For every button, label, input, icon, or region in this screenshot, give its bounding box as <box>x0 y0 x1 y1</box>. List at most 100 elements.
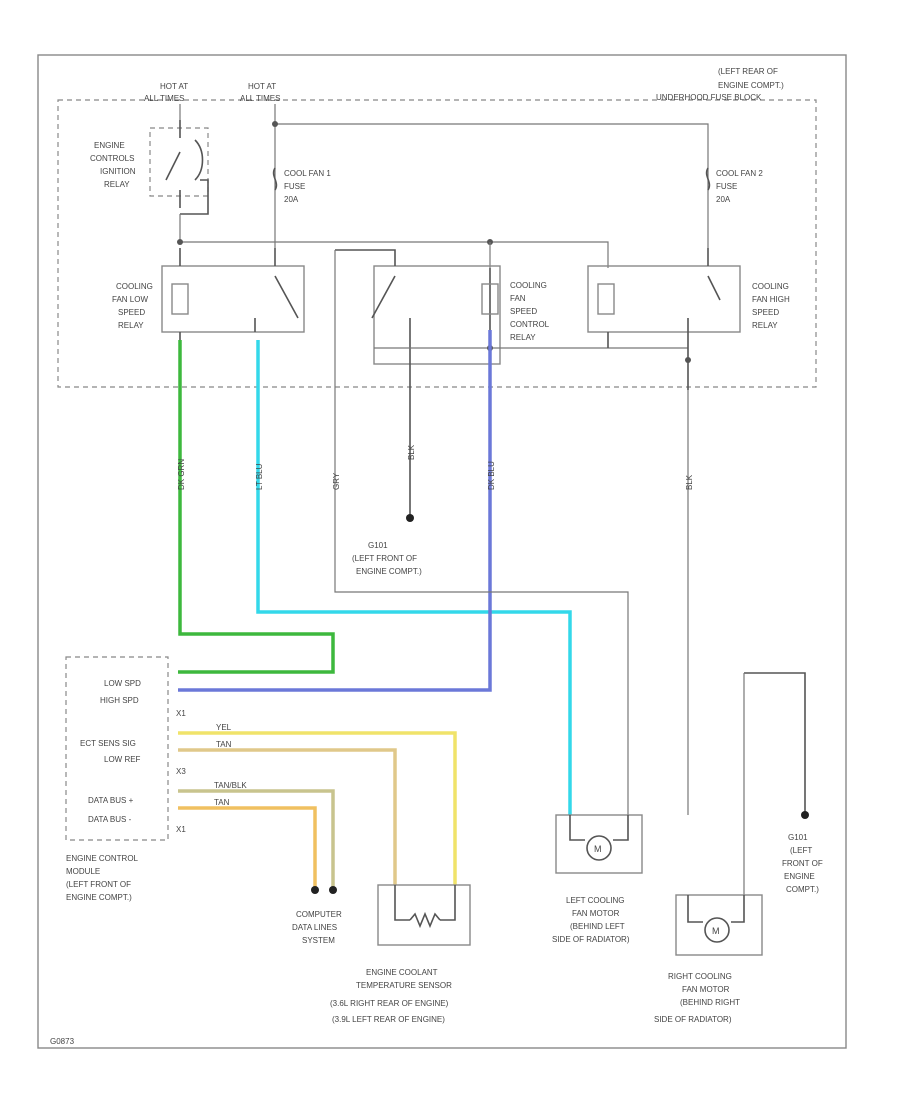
ect-thermistor-icon <box>409 911 441 929</box>
splice-dot <box>272 121 278 127</box>
ect-label-1: ENGINE COOLANT <box>366 968 438 977</box>
ecm-label-1: ENGINE CONTROL <box>66 854 139 863</box>
wire-data-plus <box>178 789 335 890</box>
wire-high-speed <box>178 330 492 692</box>
ignition-relay-coil <box>194 139 204 181</box>
data-line-terminal <box>311 886 319 894</box>
data-lines-label-2: DATA LINES <box>292 923 337 932</box>
fuse1-label-1: COOL FAN 1 <box>284 169 331 178</box>
ignition-relay-switch <box>165 120 209 215</box>
low-relay-label-3: SPEED <box>118 308 145 317</box>
fan2-fuse-icon <box>705 167 711 191</box>
wire-low-speed <box>178 340 335 674</box>
right-fan-ground-wire <box>744 672 806 815</box>
ignition-relay-label-2: CONTROLS <box>90 154 134 163</box>
wire-label-dk-blu: DK BLU <box>487 461 496 490</box>
ecm-pin-low-ref: LOW REF <box>104 755 141 764</box>
ignition-relay-label-1: ENGINE <box>94 141 125 150</box>
low-speed-relay-box <box>161 265 305 333</box>
wire-label-blk-a: BLK <box>407 444 416 460</box>
fuse2-label-3: 20A <box>716 195 731 204</box>
ecm-conn-x1: X1 <box>176 709 186 718</box>
left-fan-label-1: LEFT COOLING <box>566 896 625 905</box>
ground-b-label-2: (LEFT <box>790 846 812 855</box>
ignition-relay-label-3: IGNITION <box>100 167 136 176</box>
right-fan-motor-icon <box>704 917 730 943</box>
fuse1-label-3: 20A <box>284 195 299 204</box>
figure-id: G0873 <box>50 1037 75 1046</box>
fuse2-label-2: FUSE <box>716 182 737 191</box>
ecm-label-3: (LEFT FRONT OF <box>66 880 131 889</box>
speed-relay-label-4: CONTROL <box>510 320 550 329</box>
speed-relay-label-3: SPEED <box>510 307 537 316</box>
wire-ect-ref <box>178 748 397 885</box>
speed-control-relay-coil <box>481 283 499 315</box>
fuse1-label-2: FUSE <box>284 182 305 191</box>
left-fan-motor-symbol: M <box>594 844 602 854</box>
right-fan-label-1: RIGHT COOLING <box>668 972 732 981</box>
high-relay-label-4: RELAY <box>752 321 778 330</box>
ecm-label-4: ENGINE COMPT.) <box>66 893 132 902</box>
ground-b-label-5: COMPT.) <box>786 885 819 894</box>
ecm-pin-low-spd: LOW SPD <box>104 679 141 688</box>
low-speed-relay-coil <box>171 283 189 315</box>
left-fan-label-2: FAN MOTOR <box>572 909 620 918</box>
speed-relay-label-5: RELAY <box>510 333 536 342</box>
wire-data-minus <box>178 806 317 890</box>
left-fan-label-4: SIDE OF RADIATOR) <box>552 935 630 944</box>
ect-label-3: (3.6L RIGHT REAR OF ENGINE) <box>330 999 449 1008</box>
ground-a-label-3: ENGINE COMPT.) <box>356 567 422 576</box>
fuse-block-boundary <box>57 99 817 388</box>
fan2-feed <box>275 123 709 248</box>
ecm-pin-data-minus: DATA BUS - <box>88 815 132 824</box>
power-label-2a: HOT AT <box>248 82 276 91</box>
speed-relay-label-2: FAN <box>510 294 526 303</box>
ground-a-icon <box>406 514 414 522</box>
left-fan-motor-box <box>555 814 643 874</box>
ect-sensor-leads <box>394 885 456 921</box>
wire-label-tan: TAN <box>216 740 232 749</box>
wire-lt-blu <box>256 340 572 815</box>
ect-label-2: TEMPERATURE SENSOR <box>356 981 452 990</box>
diagram-frame <box>37 54 847 1049</box>
fuse2-label-1: COOL FAN 2 <box>716 169 763 178</box>
high-speed-relay-contacts <box>607 248 721 390</box>
high-relay-label-3: SPEED <box>752 308 779 317</box>
left-fan-label-3: (BEHIND LEFT <box>570 922 625 931</box>
ignition-bus <box>179 214 609 268</box>
ecm-pin-high-spd: HIGH SPD <box>100 696 139 705</box>
ect-sensor-box <box>377 884 471 946</box>
ignition-relay-box <box>149 127 209 197</box>
ect-label-4: (3.9L LEFT REAR OF ENGINE) <box>332 1015 445 1024</box>
fan1-fuse-icon <box>272 167 278 191</box>
speed-relay-label-1: COOLING <box>510 281 547 290</box>
ecm-conn-x3: X3 <box>176 767 186 776</box>
ground-a-label-1: G101 <box>368 541 388 550</box>
location-line-3: UNDERHOOD FUSE BLOCK <box>656 93 762 102</box>
high-speed-relay-coil <box>597 283 615 315</box>
high-relay-label-2: FAN HIGH <box>752 295 790 304</box>
high-speed-relay-box <box>587 265 741 333</box>
ignition-relay-label-4: RELAY <box>104 180 130 189</box>
location-line-2: ENGINE COMPT.) <box>718 81 784 90</box>
ground-b-label-3: FRONT OF <box>782 859 823 868</box>
ecm-pin-ect-sig: ECT SENS SIG <box>80 739 136 748</box>
left-fan-leads <box>569 815 629 841</box>
wire-label-gry: GRY <box>332 472 341 490</box>
wire-label-yel: YEL <box>216 723 232 732</box>
location-line-1: (LEFT REAR OF <box>718 67 778 76</box>
ecm-box <box>65 656 169 841</box>
wire-label-dk-grn: DK GRN <box>177 459 186 490</box>
low-relay-label-1: COOLING <box>116 282 153 291</box>
right-fan-label-3: (BEHIND RIGHT <box>680 998 740 1007</box>
right-fan-label-2: FAN MOTOR <box>682 985 730 994</box>
left-fan-motor-icon <box>586 835 612 861</box>
ecm-label-2: MODULE <box>66 867 100 876</box>
right-fan-motor-symbol: M <box>712 926 720 936</box>
wire-label-lt-blu: LT BLU <box>255 463 264 490</box>
speed-control-relay-contacts <box>335 249 491 390</box>
low-speed-relay-contacts <box>179 248 299 340</box>
ground-b-icon <box>801 811 809 819</box>
